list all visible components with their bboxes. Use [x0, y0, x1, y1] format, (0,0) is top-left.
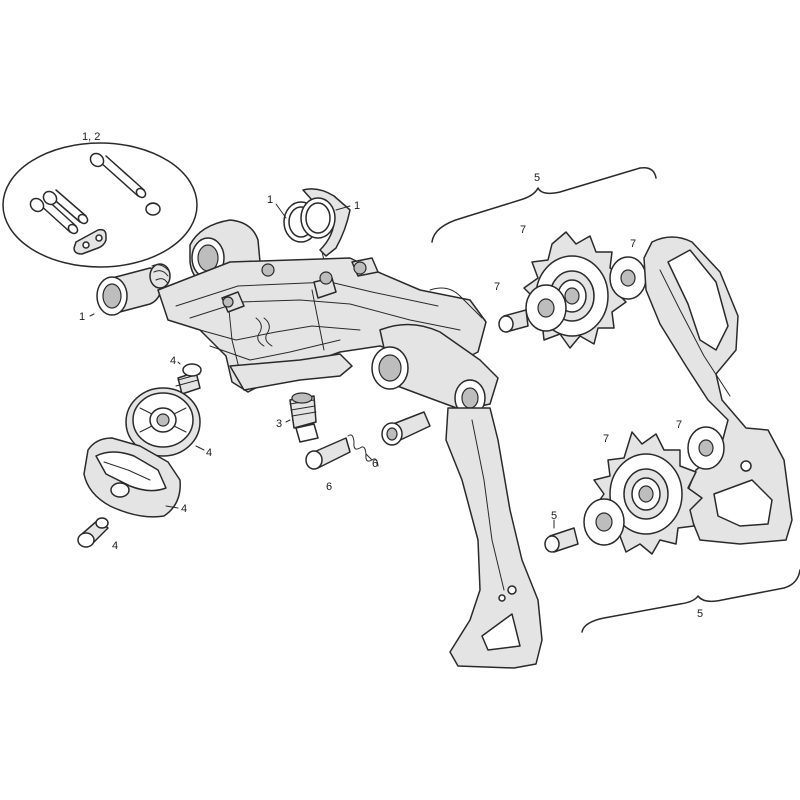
cover-screw [77, 517, 109, 548]
bolt-kit-outline [2, 142, 198, 268]
mount-disc [125, 387, 201, 457]
b-tension-bolt [289, 392, 319, 443]
callout-label: 1, 2 [82, 131, 100, 143]
bolt-kit-group [2, 142, 198, 268]
leader-lines [89, 203, 555, 529]
cover-fixing-bolt [175, 363, 202, 395]
callout-label: 4 [112, 540, 118, 552]
o-ring-pair [283, 188, 351, 269]
upper-pulley [498, 231, 647, 349]
callout-label: 7 [520, 224, 526, 236]
callout-label: 6 [372, 458, 378, 470]
outer-cage-plate [643, 236, 793, 545]
link-plate [73, 228, 107, 255]
body-cover [83, 437, 181, 518]
pulley-group-brace-top [431, 166, 657, 243]
callout-label: 3 [276, 418, 282, 430]
callout-labels: 1, 2 1 1 1 4 4 4 4 3 6 6 5 7 7 7 7 7 5 5 [79, 131, 703, 620]
callout-label: 1 [267, 194, 273, 206]
pulley-group-brace-bottom [581, 569, 800, 633]
callout-label: 1 [79, 311, 85, 323]
callout-label: 1 [354, 200, 360, 212]
lower-pulley [544, 426, 725, 555]
callout-label: 4 [206, 447, 212, 459]
callout-label: 7 [676, 419, 682, 431]
callout-label: 4 [170, 355, 176, 367]
limit-screw-assembly [305, 411, 431, 470]
bushing-part [96, 263, 171, 316]
callout-label: 6 [326, 481, 332, 493]
callout-label: 5 [697, 608, 703, 620]
callout-label: 5 [551, 510, 557, 522]
short-bolt-a [29, 196, 79, 235]
small-clip [145, 202, 161, 216]
callout-label: 7 [630, 238, 636, 250]
short-bolt-b [42, 189, 89, 225]
inner-cage-plate [445, 407, 543, 669]
callout-label: 5 [534, 172, 540, 184]
callout-label: 7 [494, 281, 500, 293]
callout-label: 4 [181, 503, 187, 515]
callout-label: 7 [603, 433, 609, 445]
derailleur-body [157, 219, 499, 417]
long-bolt [89, 152, 147, 199]
